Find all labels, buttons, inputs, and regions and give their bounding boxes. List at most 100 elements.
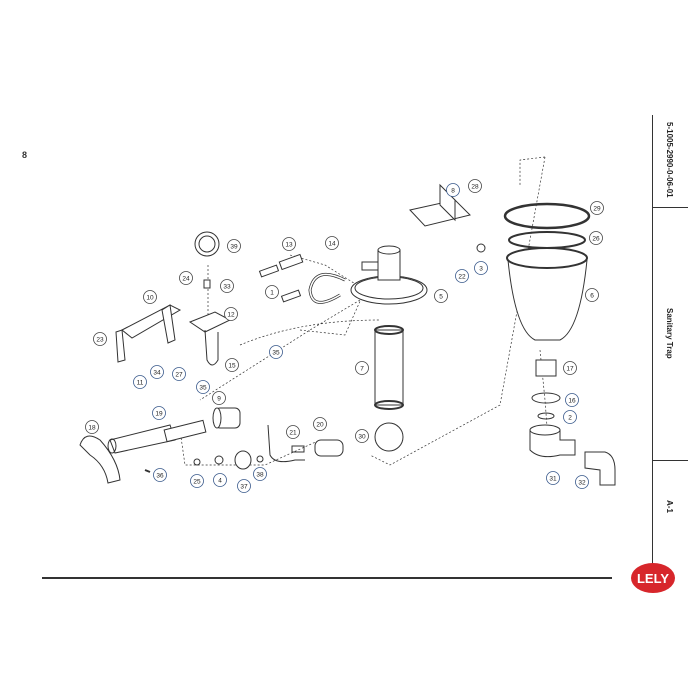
part-callout-38: 38 bbox=[253, 467, 267, 481]
part-callout-29: 29 bbox=[590, 201, 604, 215]
callout-label: 16 bbox=[568, 397, 576, 404]
part-callout-3: 3 bbox=[474, 261, 488, 275]
callout-circle bbox=[153, 468, 167, 482]
callout-circle bbox=[150, 365, 164, 379]
callout-label: 35 bbox=[199, 384, 207, 391]
part-callout-27: 27 bbox=[172, 367, 186, 381]
callout-label: 3 bbox=[479, 265, 483, 272]
callout-circle bbox=[85, 420, 99, 434]
part-callout-34: 34 bbox=[150, 365, 164, 379]
part-callout-19: 19 bbox=[152, 406, 166, 420]
lely-logo: LELY bbox=[631, 563, 675, 593]
callout-circle bbox=[585, 288, 599, 302]
callout-circle bbox=[474, 261, 488, 275]
callout-circle bbox=[455, 269, 469, 283]
part-callout-39: 39 bbox=[227, 239, 241, 253]
callout-label: 2 bbox=[568, 414, 572, 421]
callout-circle bbox=[563, 410, 577, 424]
callout-circle bbox=[590, 201, 604, 215]
callout-circle bbox=[563, 361, 577, 375]
callout-label: 25 bbox=[193, 478, 201, 485]
callout-circle bbox=[546, 471, 560, 485]
callout-label: 27 bbox=[175, 371, 183, 378]
part-callout-16: 16 bbox=[565, 393, 579, 407]
callout-label: 12 bbox=[227, 311, 235, 318]
callout-label: 29 bbox=[593, 205, 601, 212]
part-callout-22: 22 bbox=[455, 269, 469, 283]
callout-label: 35 bbox=[272, 349, 280, 356]
callout-label: 5 bbox=[439, 293, 443, 300]
callout-circle bbox=[589, 231, 603, 245]
callout-circle bbox=[196, 380, 210, 394]
callout-circle bbox=[152, 406, 166, 420]
document-number: 5-1005-2990-0-06-01 bbox=[665, 122, 674, 198]
callout-label: 32 bbox=[578, 479, 586, 486]
callout-circle bbox=[253, 467, 267, 481]
callout-circle bbox=[325, 236, 339, 250]
callout-label: 11 bbox=[137, 379, 144, 386]
callout-label: 38 bbox=[256, 471, 264, 478]
part-callout-9: 9 bbox=[212, 391, 226, 405]
part-callout-35: 35 bbox=[196, 380, 210, 394]
section-code: A-1 bbox=[665, 500, 674, 513]
part-callout-7: 7 bbox=[355, 361, 369, 375]
part-callout-17: 17 bbox=[563, 361, 577, 375]
callout-circle bbox=[446, 183, 460, 197]
part-callout-36: 36 bbox=[153, 468, 167, 482]
part-callout-23: 23 bbox=[93, 332, 107, 346]
callout-circle bbox=[225, 358, 239, 372]
part-callout-24: 24 bbox=[179, 271, 193, 285]
callout-circle bbox=[265, 285, 279, 299]
callout-label: 33 bbox=[223, 283, 231, 290]
callout-label: 18 bbox=[88, 424, 96, 431]
callout-circle bbox=[93, 332, 107, 346]
callout-circle bbox=[227, 239, 241, 253]
callout-label: 10 bbox=[146, 294, 154, 301]
callout-circle bbox=[355, 429, 369, 443]
part-callout-13: 13 bbox=[282, 237, 296, 251]
sidebar-divider-vertical bbox=[652, 115, 653, 570]
callout-label: 17 bbox=[566, 365, 574, 372]
part-callout-15: 15 bbox=[225, 358, 239, 372]
part-callout-1: 1 bbox=[265, 285, 279, 299]
sidebar-divider-2 bbox=[652, 460, 688, 461]
part-callout-31: 31 bbox=[546, 471, 560, 485]
callout-circle bbox=[224, 307, 238, 321]
part-callout-8: 8 bbox=[446, 183, 460, 197]
callout-label: 36 bbox=[156, 472, 164, 479]
callout-label: 37 bbox=[240, 483, 248, 490]
bracket-part bbox=[115, 304, 182, 363]
part-callout-2: 2 bbox=[563, 410, 577, 424]
callout-label: 26 bbox=[592, 235, 600, 242]
callout-label: 23 bbox=[96, 336, 104, 343]
callout-circle bbox=[269, 345, 283, 359]
sidebar-divider-1 bbox=[652, 207, 688, 208]
section-title: Sanitary Trap bbox=[665, 308, 674, 359]
part-callout-10: 10 bbox=[143, 290, 157, 304]
callout-label: 22 bbox=[458, 273, 466, 280]
part-callout-6: 6 bbox=[585, 288, 599, 302]
callout-label: 31 bbox=[549, 475, 557, 482]
callout-circle bbox=[172, 367, 186, 381]
part-callout-14: 14 bbox=[325, 236, 339, 250]
callout-label: 39 bbox=[230, 243, 238, 250]
callout-label: 20 bbox=[316, 421, 324, 428]
callout-label: 7 bbox=[360, 365, 364, 372]
callout-circle bbox=[468, 179, 482, 193]
callout-label: 24 bbox=[182, 275, 190, 282]
part-callout-18: 18 bbox=[85, 420, 99, 434]
part-callout-33: 33 bbox=[220, 279, 234, 293]
callout-label: 15 bbox=[228, 362, 236, 369]
part-callout-30: 30 bbox=[355, 429, 369, 443]
callout-label: 9 bbox=[217, 395, 221, 402]
callout-circle bbox=[575, 475, 589, 489]
part-callout-12: 12 bbox=[224, 307, 238, 321]
callout-circle bbox=[220, 279, 234, 293]
callout-circle bbox=[286, 425, 300, 439]
part-callout-32: 32 bbox=[575, 475, 589, 489]
callout-label: 1 bbox=[270, 289, 274, 296]
part-callout-11: 11 bbox=[133, 375, 147, 389]
part-callout-26: 26 bbox=[589, 231, 603, 245]
